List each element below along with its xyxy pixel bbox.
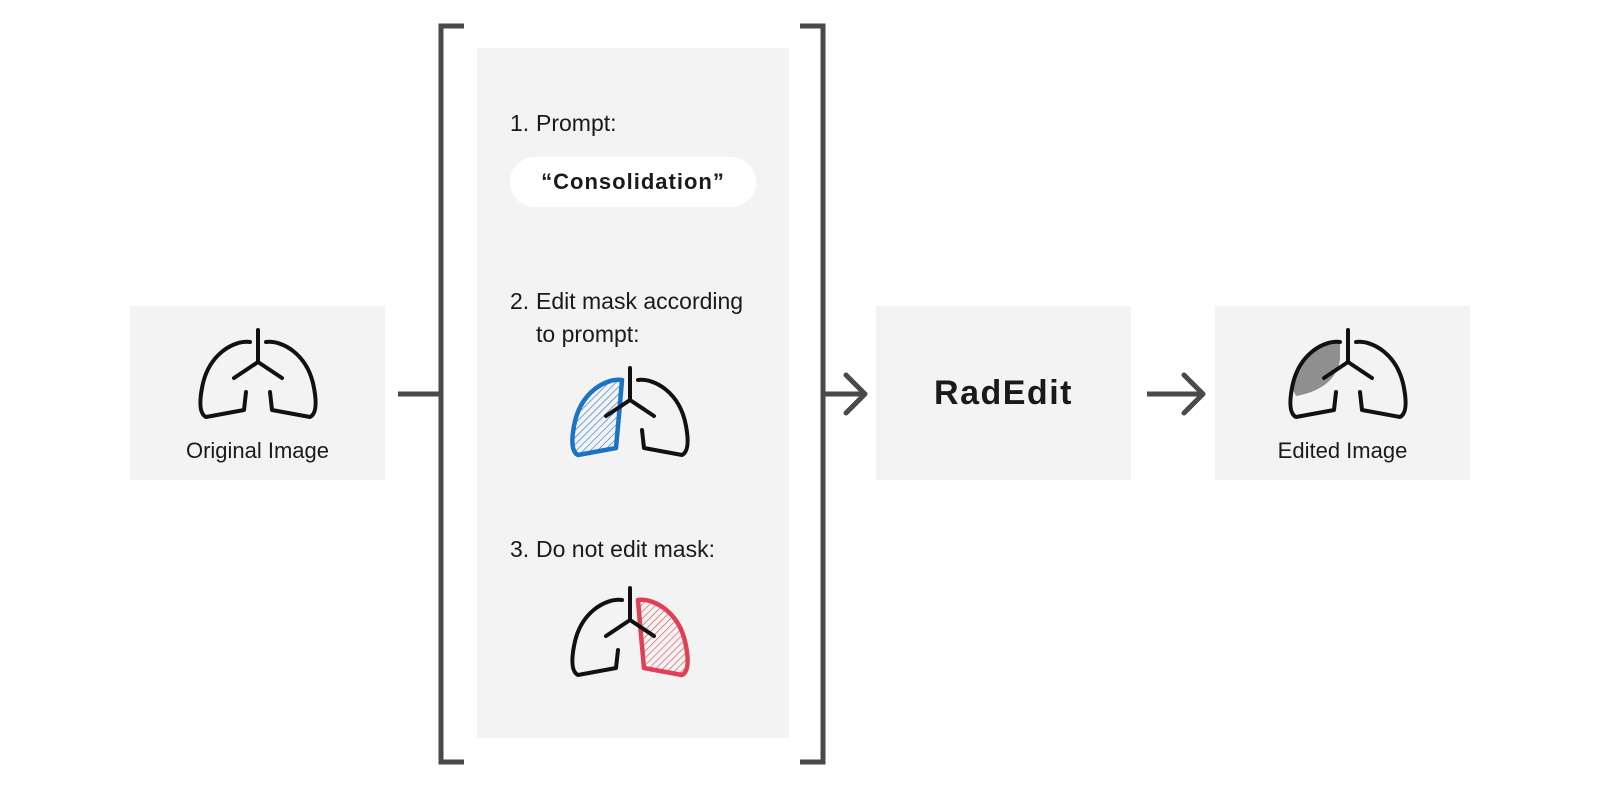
- prompt-text-pill: “Consolidation”: [510, 157, 756, 207]
- step-3-text: Do not edit mask:: [536, 536, 715, 562]
- step-2-text-line1: Edit mask according: [536, 288, 744, 314]
- step-3-number: 3.: [510, 536, 530, 562]
- arrow-right-icon: [1147, 372, 1206, 416]
- step-1-number: 1.: [510, 110, 530, 136]
- lungs-edited-icon: [1288, 328, 1408, 419]
- arrow-right-icon: [823, 372, 868, 416]
- lungs-icon: [198, 328, 318, 419]
- lungs-keep-mask-icon: [570, 586, 690, 678]
- edited-image-box: [1215, 306, 1470, 480]
- step-1-text: Prompt:: [536, 110, 617, 136]
- step-3-label: 3.Do not edit mask:: [510, 533, 715, 566]
- step-2-text-line2: to prompt:: [536, 321, 640, 347]
- step-2-number: 2.: [510, 288, 530, 314]
- edited-image-caption: Edited Image: [1277, 438, 1408, 463]
- right-bracket: [800, 23, 826, 765]
- radedit-model-label: RadEdit: [934, 373, 1073, 412]
- lungs-edit-mask-icon: [570, 366, 690, 458]
- step-1-label: 1.Prompt:: [510, 107, 617, 140]
- radedit-box: [876, 306, 1131, 480]
- step-2-label: 2.Edit mask according to prompt:: [510, 285, 743, 351]
- original-image-caption: Original Image: [185, 438, 330, 463]
- left-bracket: [438, 23, 464, 765]
